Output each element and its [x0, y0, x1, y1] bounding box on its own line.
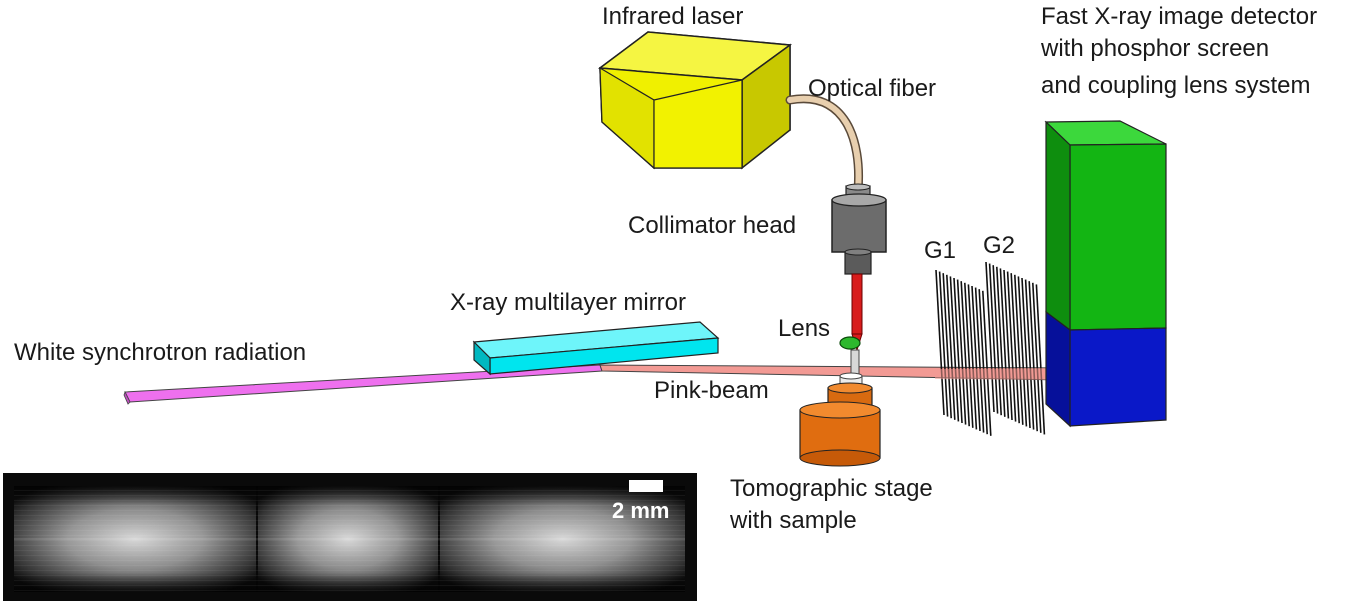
grating-line [978, 289, 988, 435]
scale-bar-label: 2 mm [612, 498, 669, 523]
lens [839, 336, 861, 350]
xray-mirror [472, 321, 720, 376]
grating-line [1003, 269, 1013, 421]
grating-line [960, 281, 970, 427]
grating-line [971, 285, 981, 432]
grating-line [946, 274, 956, 420]
grating-line [1021, 277, 1031, 429]
label-infrared-laser: Infrared laser [602, 3, 743, 30]
label-collimator-head: Collimator head [628, 212, 796, 239]
inset-image: 2 mm [3, 473, 697, 601]
label-mirror: X-ray multilayer mirror [450, 289, 686, 316]
grating-line [988, 263, 999, 414]
grating-line [985, 261, 995, 413]
scale-bar [629, 480, 663, 492]
label-g2: G2 [983, 232, 1015, 259]
grating-line [992, 265, 1002, 416]
grating-line [982, 290, 992, 436]
grating-line [1017, 276, 1028, 427]
collimator-head [831, 183, 887, 275]
tomographic-stage [799, 349, 881, 467]
grating-line [953, 277, 963, 424]
optical-fiber [785, 94, 864, 195]
grating-line [1024, 279, 1035, 430]
grating-line [999, 268, 1010, 419]
label-stage-line1: Tomographic stage [730, 475, 933, 502]
grating-line [996, 266, 1006, 417]
label-detector-line3: and coupling lens system [1041, 72, 1310, 99]
label-optical-fiber: Optical fiber [808, 75, 936, 102]
grating-line [938, 271, 949, 417]
grating-line [1028, 281, 1038, 432]
xray-detector [1044, 120, 1167, 428]
grating-g2 [985, 261, 1046, 435]
label-stage-line2: with sample [729, 507, 857, 534]
grating-line [974, 287, 985, 433]
infrared-laser [597, 31, 793, 170]
grating-line [1014, 274, 1024, 425]
label-lens: Lens [778, 315, 830, 342]
grating-line [964, 282, 974, 428]
grating-line [956, 279, 967, 425]
label-detector-line1: Fast X-ray image detector [1041, 3, 1317, 30]
label-pink-beam: Pink-beam [654, 377, 769, 404]
grating-line [949, 276, 960, 422]
label-detector-line2: with phosphor screen [1040, 35, 1269, 62]
grating-line [1010, 273, 1020, 424]
grating-line [1032, 282, 1042, 433]
label-white-radiation: White synchrotron radiation [14, 339, 306, 366]
grating-line [942, 273, 952, 419]
grating-g1 [935, 269, 992, 436]
label-g1: G1 [924, 237, 956, 264]
grating-line [1035, 284, 1046, 435]
grating-line [1006, 271, 1017, 422]
grating-line [967, 284, 978, 430]
grating-line [935, 269, 945, 416]
